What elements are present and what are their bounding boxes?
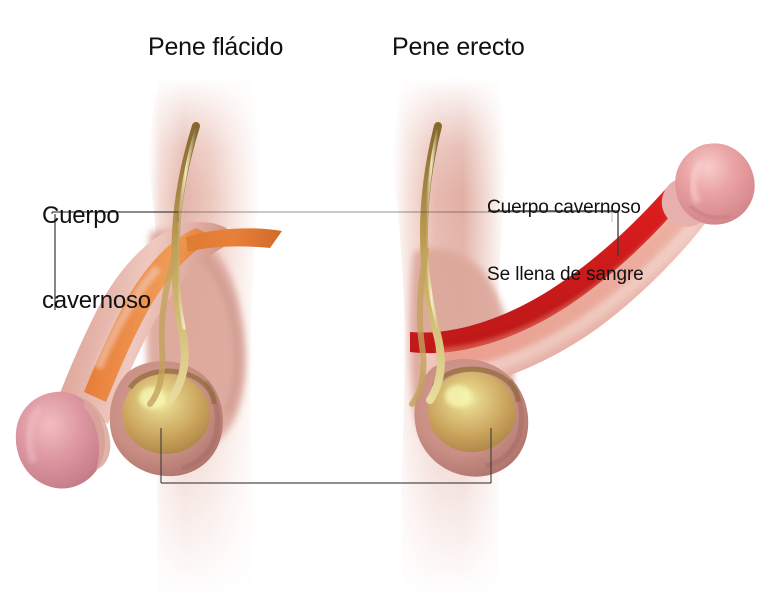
erect-vas-branch	[409, 247, 429, 407]
erect-vas-highlight	[424, 128, 440, 330]
erect-figure	[393, 78, 755, 597]
leader-lines	[51, 210, 619, 484]
flaccid-groin-shadow	[194, 248, 241, 416]
flaccid-foreskin	[84, 398, 111, 470]
flaccid-testicle	[122, 374, 210, 454]
flaccid-corpus-cavernosum	[84, 228, 216, 402]
erect-epididymis	[431, 366, 521, 403]
flaccid-epididymis	[127, 368, 217, 405]
erect-corpus-inner	[436, 204, 694, 368]
erect-scrotum-group	[414, 359, 529, 477]
title-erect: Pene erecto	[392, 33, 525, 61]
erect-vas-deferens	[409, 122, 445, 407]
callout-label-right-line2: Se llena de sangre	[487, 264, 644, 286]
erect-glans-highlight	[689, 159, 705, 204]
erect-shaft-highlight	[461, 219, 701, 380]
flaccid-torso-top-fade	[149, 78, 260, 196]
erect-glans	[675, 143, 755, 225]
flaccid-figure	[15, 78, 282, 597]
flaccid-vas-branch	[147, 247, 179, 407]
flaccid-penis	[15, 222, 282, 489]
callout-label-left-line1: Cuerpo	[42, 201, 120, 229]
title-flaccid: Pene flácido	[148, 33, 284, 61]
callout-label-left: Cuerpo cavernoso	[42, 145, 151, 372]
flaccid-shaft-highlight	[93, 264, 162, 370]
callout-label-right: Cuerpo cavernoso Se llena de sangre	[487, 152, 644, 331]
flaccid-vas-highlight	[175, 128, 198, 330]
flaccid-corpus-root-bar	[186, 228, 282, 252]
erect-torso-top-fade	[393, 78, 506, 196]
erect-glans-rim	[688, 204, 731, 220]
erect-testicle-highlight	[445, 385, 471, 407]
callout-label-right-line1: Cuerpo cavernoso	[487, 196, 641, 218]
flaccid-vas-deferens	[147, 122, 200, 407]
flaccid-glans-highlight	[25, 405, 43, 464]
callout-label-left-line2: cavernoso	[42, 286, 151, 314]
flaccid-scrotum-group	[109, 361, 223, 477]
